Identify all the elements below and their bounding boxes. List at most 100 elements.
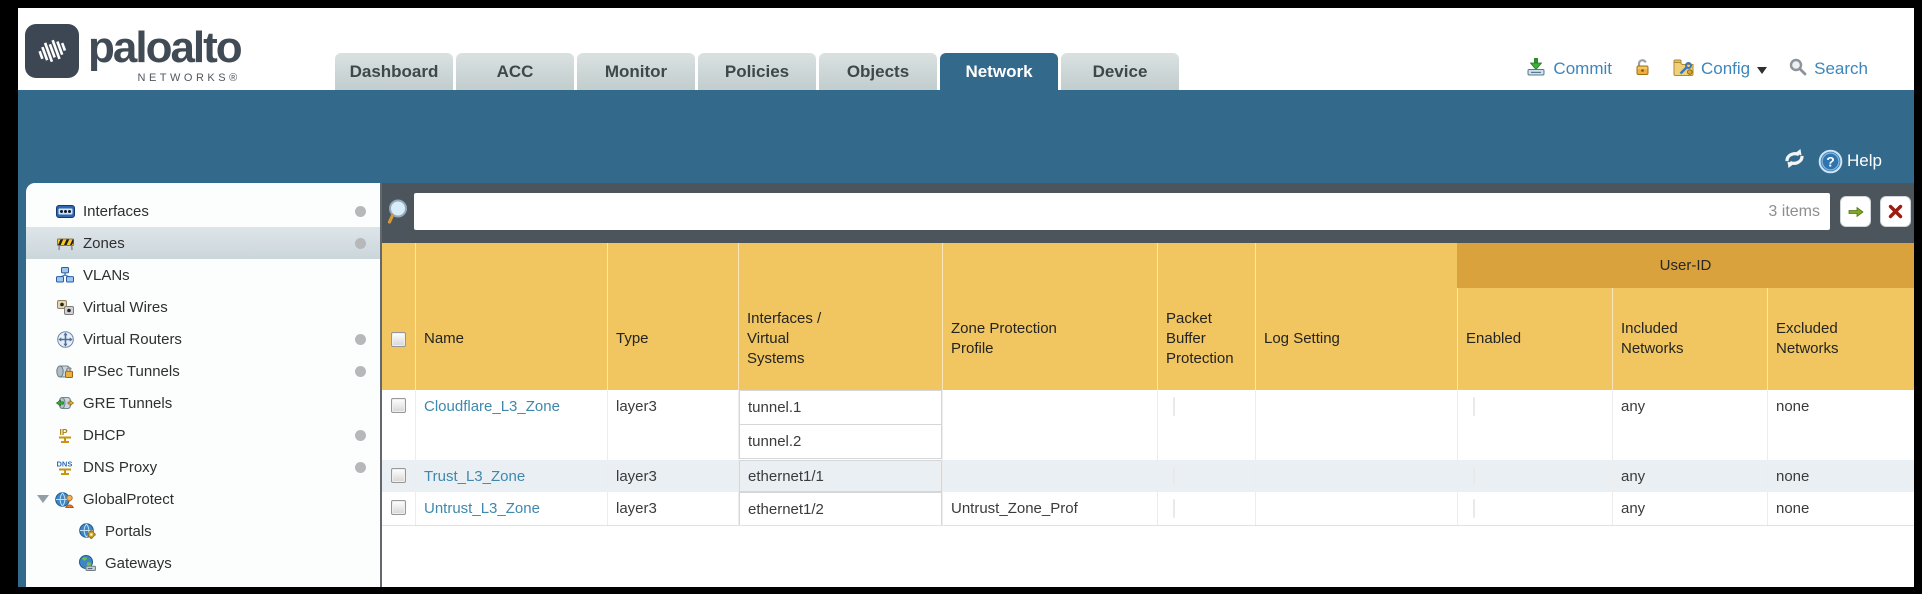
zones-table-body: Cloudflare_L3_Zone layer3 tunnel.1 tunne… (382, 390, 1914, 587)
packet-buffer-protection-checkbox[interactable] (1173, 397, 1175, 416)
sidebar-item-ipsec-tunnels[interactable]: IPSec Tunnels (26, 355, 380, 387)
globalprotect-icon (55, 491, 75, 508)
tab-network[interactable]: Network (940, 53, 1058, 90)
filter-input[interactable] (414, 203, 1769, 220)
sidebar-item-label: Portals (105, 522, 152, 540)
sidebar-item-virtual-routers[interactable]: Virtual Routers (26, 323, 380, 355)
interface-item: ethernet1/2 (739, 492, 942, 525)
row-checkbox[interactable] (391, 398, 406, 413)
refresh-icon[interactable] (1781, 147, 1808, 175)
brand-name: paloalto (88, 23, 243, 72)
column-header-enabled[interactable]: Enabled (1457, 288, 1612, 390)
sidebar-item-dns-proxy[interactable]: DNS DNS Proxy (26, 451, 380, 483)
top-bar: paloalto NETWORKS® Dashboard ACC Monitor… (18, 8, 1914, 90)
sidebar-item-dhcp[interactable]: IP DHCP (26, 419, 380, 451)
sidebar-item-gre-tunnels[interactable]: GRE Tunnels (26, 387, 380, 419)
sidebar-item-zones[interactable]: Zones (26, 227, 380, 259)
sidebar-item-portals[interactable]: Portals (26, 515, 380, 547)
included-networks-cell: any (1612, 390, 1767, 460)
brand-sub: NETWORKS® (137, 72, 241, 84)
paloalto-logo-text: paloalto NETWORKS® (88, 23, 243, 85)
row-checkbox[interactable] (391, 500, 406, 515)
select-all-checkbox[interactable] (391, 331, 406, 347)
sidebar-item-label: GlobalProtect (83, 490, 174, 508)
interface-item: ethernet1/1 (739, 460, 942, 492)
search-button[interactable]: Search (1814, 59, 1868, 78)
zone-type-cell: layer3 (607, 390, 738, 460)
zones-table-header: User-ID Name Type Interfaces / Virtual S… (382, 243, 1914, 390)
sidebar-item-label: VLANs (83, 266, 130, 284)
column-header-row: Name Type Interfaces / Virtual Systems Z… (382, 288, 1914, 390)
clear-filter-button[interactable] (1880, 196, 1911, 227)
zone-interfaces-cell: ethernet1/1 (738, 460, 942, 492)
packet-buffer-protection-checkbox[interactable] (1173, 467, 1175, 486)
sidebar-item-globalprotect[interactable]: GlobalProtect (26, 483, 380, 515)
column-header-log-setting[interactable]: Log Setting (1255, 288, 1457, 390)
packet-buffer-protection-checkbox[interactable] (1173, 499, 1175, 518)
app-window: paloalto NETWORKS® Dashboard ACC Monitor… (18, 8, 1914, 587)
column-header-included-networks[interactable]: Included Networks (1612, 288, 1767, 390)
column-header-name[interactable]: Name (415, 288, 607, 390)
gre-tunnels-icon (55, 396, 75, 410)
dhcp-icon: IP (55, 427, 75, 444)
workspace: Interfaces Zones VLANs (18, 183, 1914, 587)
select-all-cell (382, 288, 415, 390)
filter-input-wrap: 3 items (414, 193, 1830, 230)
zone-name-link[interactable]: Untrust_L3_Zone (424, 500, 540, 517)
sidebar-item-vlans[interactable]: VLANs (26, 259, 380, 291)
expand-triangle-icon[interactable] (37, 495, 49, 503)
user-id-group-header: User-ID (1457, 243, 1914, 288)
zone-name-link[interactable]: Cloudflare_L3_Zone (424, 398, 560, 415)
banner-actions: ? Help (1781, 147, 1882, 175)
user-id-enabled-checkbox[interactable] (1473, 499, 1475, 518)
config-dropdown-caret-icon[interactable] (1757, 66, 1768, 74)
virtual-wires-icon (55, 299, 75, 315)
log-setting-cell (1255, 390, 1457, 460)
column-header-type[interactable]: Type (607, 288, 738, 390)
sidebar-item-interfaces[interactable]: Interfaces (26, 195, 380, 227)
tab-dashboard[interactable]: Dashboard (335, 53, 453, 90)
sidebar-item-label: DHCP (83, 426, 126, 444)
sidebar-item-gateways[interactable]: Gateways (26, 547, 380, 579)
network-sidebar: Interfaces Zones VLANs (26, 183, 380, 587)
zone-protection-profile-cell (942, 390, 1157, 460)
user-id-enabled-checkbox[interactable] (1473, 397, 1475, 416)
config-icon[interactable] (1673, 58, 1694, 81)
main-tabs: Dashboard ACC Monitor Policies Objects N… (335, 53, 1179, 90)
apply-filter-button[interactable] (1840, 196, 1871, 227)
lock-icon[interactable] (1634, 58, 1651, 81)
table-row: Cloudflare_L3_Zone layer3 tunnel.1 tunne… (382, 390, 1914, 460)
zone-name-link[interactable]: Trust_L3_Zone (424, 468, 526, 485)
help-icon[interactable]: ? (1818, 149, 1843, 174)
sidebar-item-virtual-wires[interactable]: Virtual Wires (26, 291, 380, 323)
help-label[interactable]: Help (1847, 151, 1882, 170)
sidebar-item-label: GRE Tunnels (83, 394, 173, 412)
ipsec-tunnels-icon (55, 364, 75, 379)
sidebar-item-label: DNS Proxy (83, 458, 158, 476)
sidebar-item-label: Virtual Wires (83, 298, 168, 316)
config-button[interactable]: Config (1700, 59, 1751, 78)
sidebar-item-label: Interfaces (83, 202, 149, 220)
svg-text:?: ? (1826, 153, 1835, 169)
interface-item: tunnel.2 (739, 424, 942, 459)
sidebar-item-label: IPSec Tunnels (83, 362, 180, 380)
tab-policies[interactable]: Policies (698, 53, 816, 90)
column-header-excluded-networks[interactable]: Excluded Networks (1767, 288, 1914, 390)
zone-interfaces-cell: tunnel.1 tunnel.2 (738, 390, 942, 460)
tab-acc[interactable]: ACC (456, 53, 574, 90)
column-header-zone-protection-profile[interactable]: Zone Protection Profile (942, 288, 1157, 390)
column-header-interfaces[interactable]: Interfaces / Virtual Systems (738, 288, 942, 390)
user-id-enabled-checkbox[interactable] (1473, 467, 1475, 486)
status-dot (355, 333, 366, 345)
commit-icon[interactable] (1526, 57, 1546, 81)
tab-monitor[interactable]: Monitor (577, 53, 695, 90)
commit-button[interactable]: Commit (1553, 59, 1612, 78)
zone-type-cell: layer3 (607, 460, 738, 492)
tab-objects[interactable]: Objects (819, 53, 937, 90)
log-setting-cell (1255, 492, 1457, 525)
topbar-actions: Commit Config (1526, 54, 1868, 84)
column-header-packet-buffer-protection[interactable]: Packet Buffer Protection (1157, 288, 1255, 390)
search-icon[interactable] (1789, 58, 1807, 81)
tab-device[interactable]: Device (1061, 53, 1179, 90)
row-checkbox[interactable] (391, 468, 406, 483)
